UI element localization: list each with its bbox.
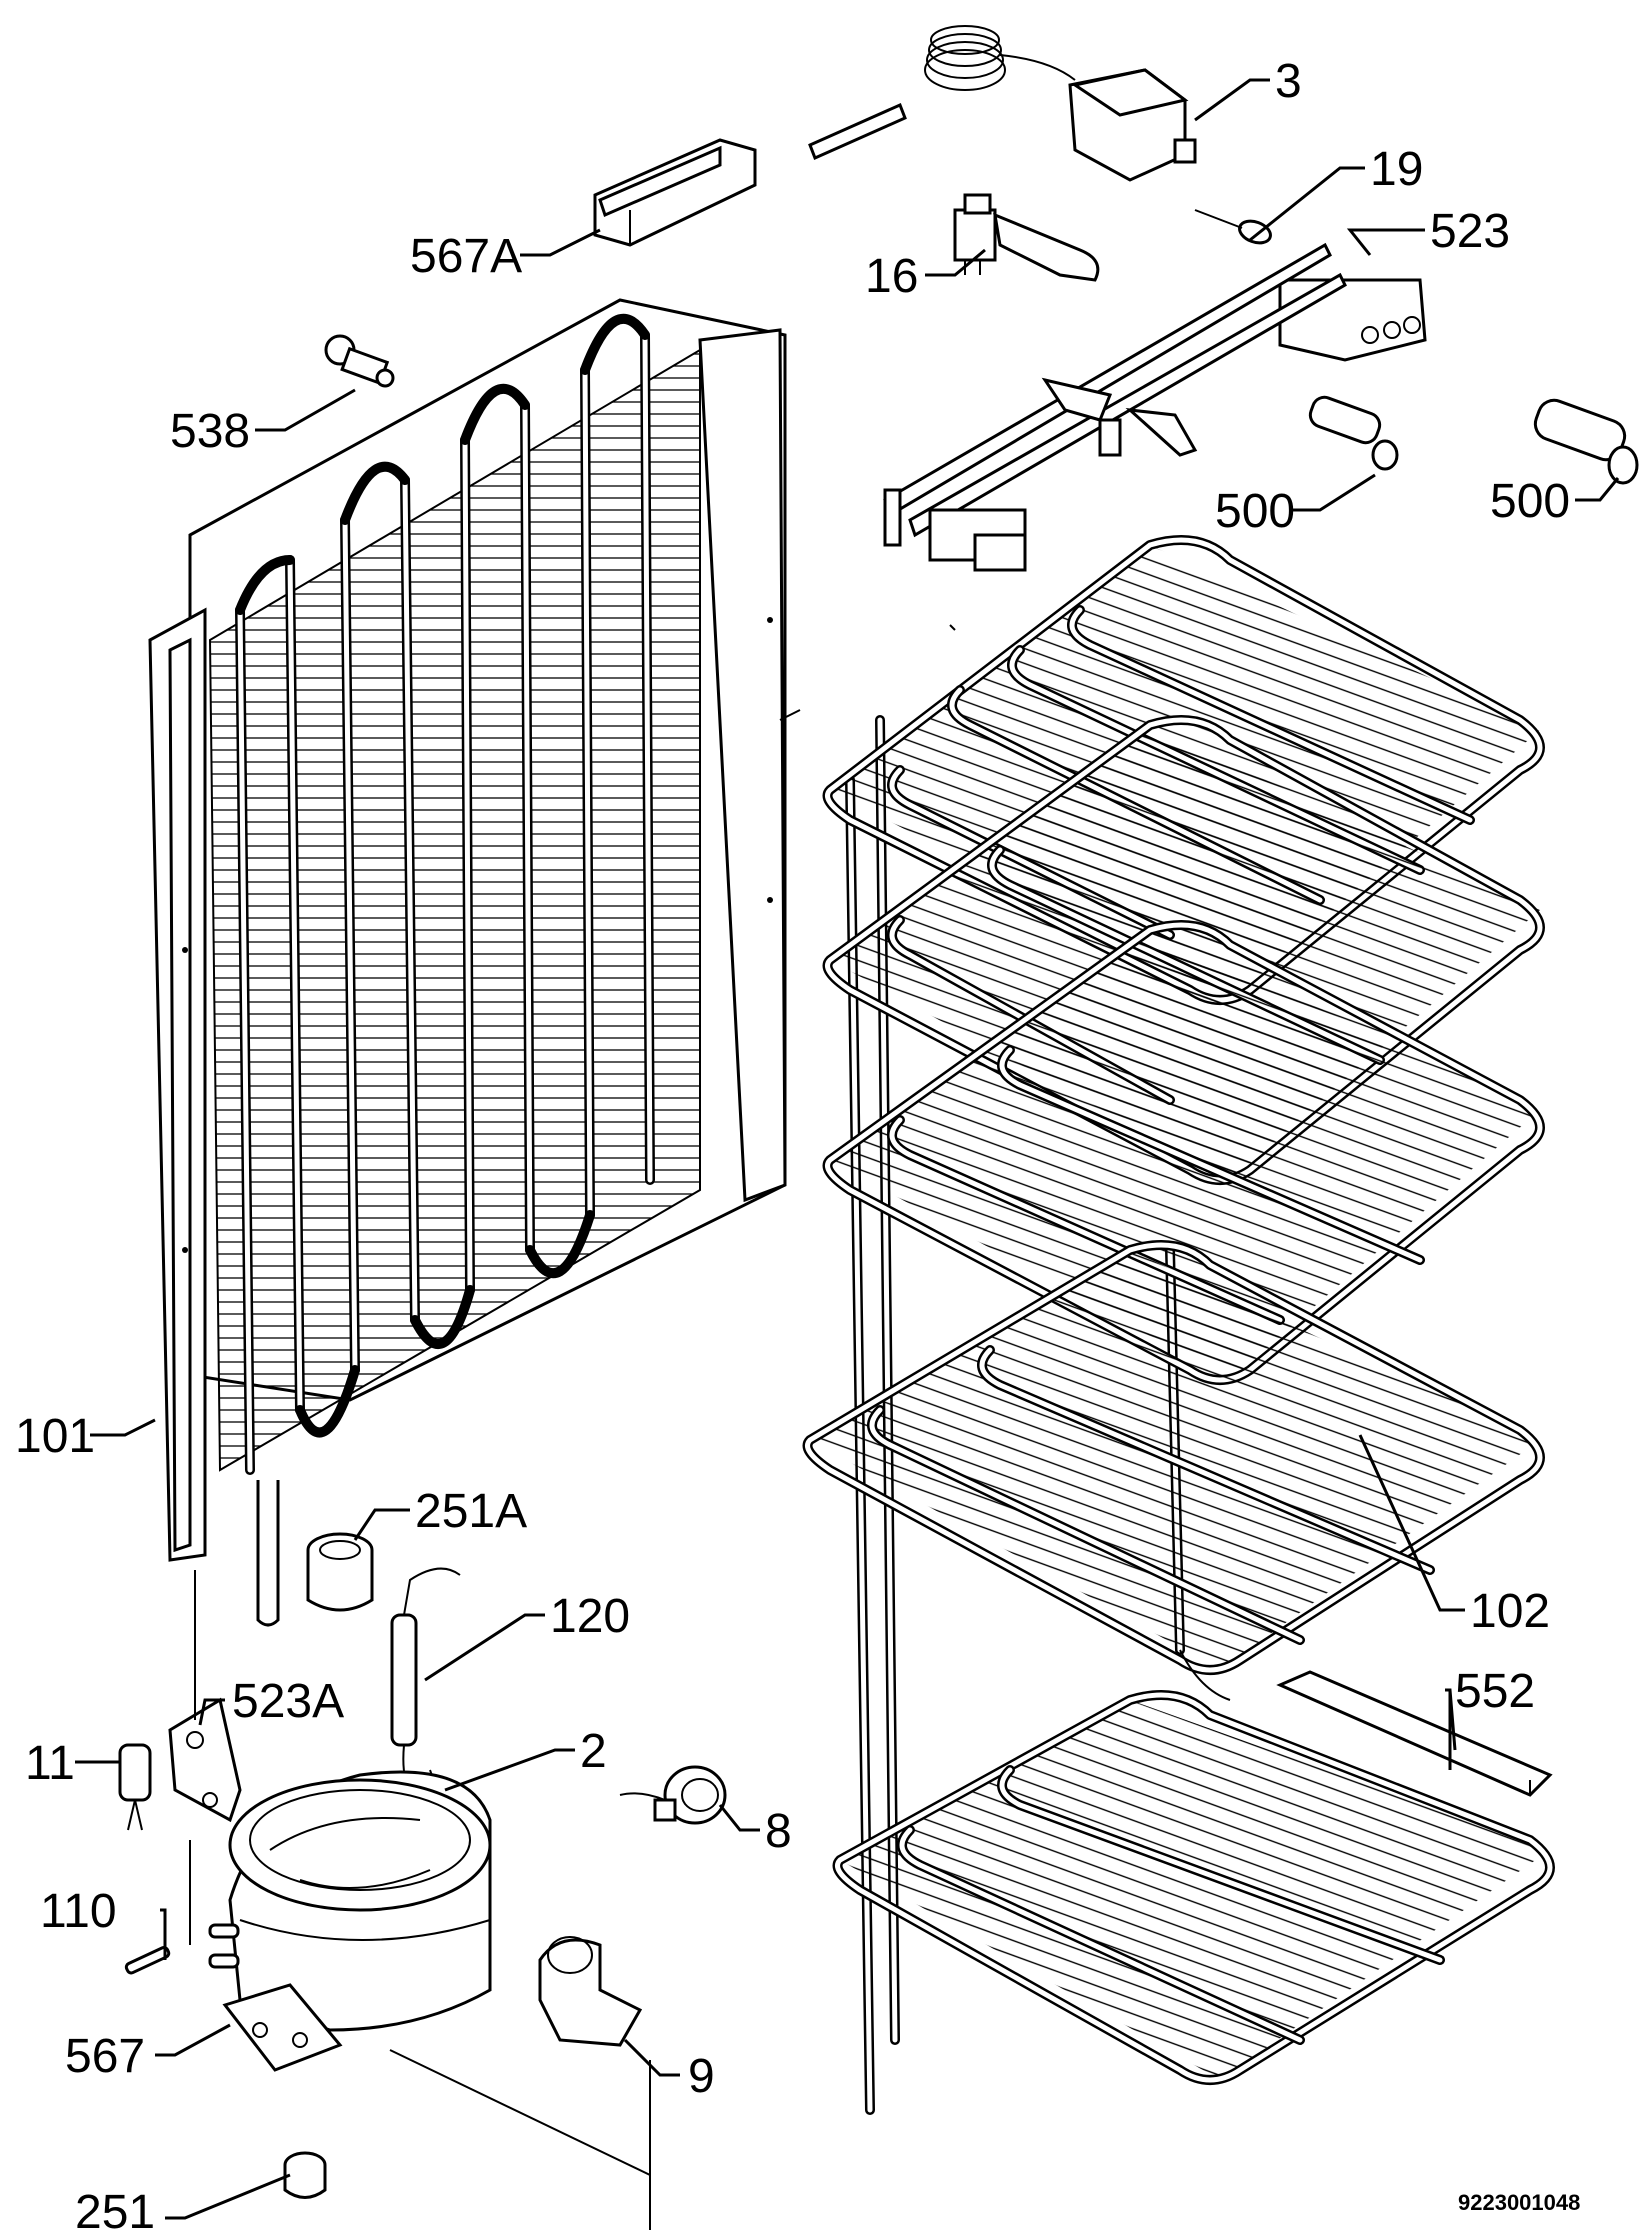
relay-11: [118, 1743, 152, 1831]
grommet-251a: [306, 1532, 374, 1612]
label-552: 552: [1455, 1665, 1535, 1718]
label-9: 9: [688, 2050, 715, 2103]
condenser-tubes: [235, 313, 655, 1475]
label-251: 251: [75, 2186, 155, 2233]
assembly-guide-lines: [189, 624, 956, 2230]
label-500-right: 500: [1490, 475, 1570, 528]
pin-110: [124, 1945, 171, 1975]
label-538: 538: [170, 405, 250, 458]
fastener-500-right: [1533, 398, 1639, 485]
thermostat: [808, 25, 1197, 182]
label-19: 19: [1370, 143, 1423, 196]
label-3: 3: [1275, 55, 1302, 108]
label-2: 2: [580, 1725, 607, 1778]
label-101: 101: [15, 1410, 95, 1463]
label-500-left: 500: [1215, 485, 1295, 538]
clip-538: [324, 334, 395, 388]
compressor: [208, 1770, 492, 2072]
label-120: 120: [550, 1590, 630, 1643]
strip-552: [1276, 1670, 1553, 1797]
evaporator-shelves: [802, 535, 1555, 2115]
label-8: 8: [765, 1805, 792, 1858]
label-11: 11: [25, 1737, 75, 1790]
callout-labels: 3 19 523 567A 16 538 500 500 101 251A 12…: [15, 55, 1580, 2233]
grommet-251: [283, 2151, 327, 2199]
condenser-panel: [148, 298, 787, 1627]
fastener-500-left: [1308, 395, 1399, 471]
bracket-523a: [168, 1697, 242, 1823]
label-110: 110: [40, 1885, 117, 1938]
heater-120: [390, 1567, 461, 1802]
clamp-9: [538, 1936, 643, 2047]
document-number: 9223001048: [1458, 2190, 1580, 2215]
leader-lines: [75, 78, 1620, 2220]
label-567: 567: [65, 2030, 145, 2083]
overload-8: [619, 1765, 727, 1825]
label-523a: 523A: [232, 1675, 344, 1728]
lamp-19: [1194, 209, 1272, 245]
label-102: 102: [1470, 1585, 1550, 1638]
switch-16: [953, 193, 1100, 282]
label-16: 16: [865, 250, 918, 303]
label-251a: 251A: [415, 1485, 527, 1538]
light-cover-567a: [593, 138, 757, 247]
label-567a: 567A: [410, 230, 522, 283]
label-523: 523: [1430, 205, 1510, 258]
lamp-holder-bracket-523: [883, 242, 1427, 572]
